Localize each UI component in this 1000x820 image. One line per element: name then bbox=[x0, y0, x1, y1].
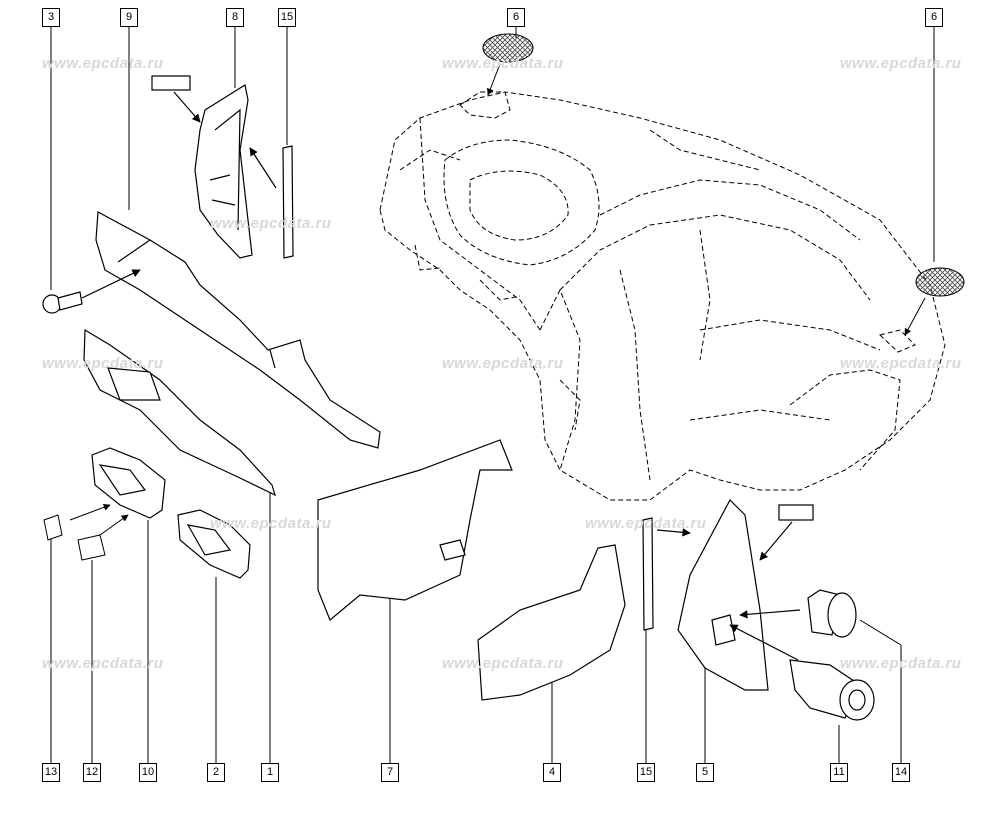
screw-part-3 bbox=[42, 269, 141, 314]
watermark: www.epcdata.ru bbox=[442, 55, 564, 72]
callout-3[interactable]: 3 bbox=[42, 8, 60, 27]
callout-4[interactable]: 4 bbox=[543, 763, 561, 782]
callout-13[interactable]: 13 bbox=[42, 763, 60, 782]
bracket-part-8 bbox=[151, 75, 277, 259]
callout-14[interactable]: 14 bbox=[892, 763, 910, 782]
socket-part-11 bbox=[789, 659, 875, 721]
callout-11[interactable]: 11 bbox=[830, 763, 848, 782]
cap-part-14 bbox=[807, 589, 857, 638]
callout-6-right[interactable]: 6 bbox=[925, 8, 943, 27]
watermark: www.epcdata.ru bbox=[840, 55, 962, 72]
callout-9[interactable]: 9 bbox=[120, 8, 138, 27]
watermark: www.epcdata.ru bbox=[442, 355, 564, 372]
watermark: www.epcdata.ru bbox=[42, 55, 164, 72]
callout-5[interactable]: 5 bbox=[696, 763, 714, 782]
strip-part-15 bbox=[282, 145, 691, 631]
watermark: www.epcdata.ru bbox=[585, 515, 707, 532]
callout-10[interactable]: 10 bbox=[139, 763, 157, 782]
watermark: www.epcdata.ru bbox=[42, 655, 164, 672]
callout-12[interactable]: 12 bbox=[83, 763, 101, 782]
watermark: www.epcdata.ru bbox=[210, 515, 332, 532]
callout-15-top[interactable]: 15 bbox=[278, 8, 296, 27]
callout-2[interactable]: 2 bbox=[207, 763, 225, 782]
trim-part-9 bbox=[95, 211, 381, 449]
cover-part-5 bbox=[677, 499, 814, 691]
callout-1[interactable]: 1 bbox=[261, 763, 279, 782]
watermark: www.epcdata.ru bbox=[210, 215, 332, 232]
callout-15-bottom[interactable]: 15 bbox=[637, 763, 655, 782]
watermark: www.epcdata.ru bbox=[840, 355, 962, 372]
trim-part-1 bbox=[83, 328, 276, 497]
callout-7[interactable]: 7 bbox=[381, 763, 399, 782]
leader-lines bbox=[50, 26, 935, 763]
watermark: www.epcdata.ru bbox=[840, 655, 962, 672]
clip-parts bbox=[43, 503, 129, 561]
callout-8[interactable]: 8 bbox=[226, 8, 244, 27]
callout-6-left[interactable]: 6 bbox=[507, 8, 525, 27]
plug-part-6 bbox=[482, 33, 965, 336]
handle-part-10 bbox=[91, 447, 166, 519]
watermark: www.epcdata.ru bbox=[42, 355, 164, 372]
handle-part-2 bbox=[177, 509, 251, 579]
watermark: www.epcdata.ru bbox=[442, 655, 564, 672]
trim-part-4 bbox=[477, 544, 626, 701]
dashboard-outline bbox=[379, 91, 946, 501]
panel-part-7 bbox=[317, 439, 513, 621]
